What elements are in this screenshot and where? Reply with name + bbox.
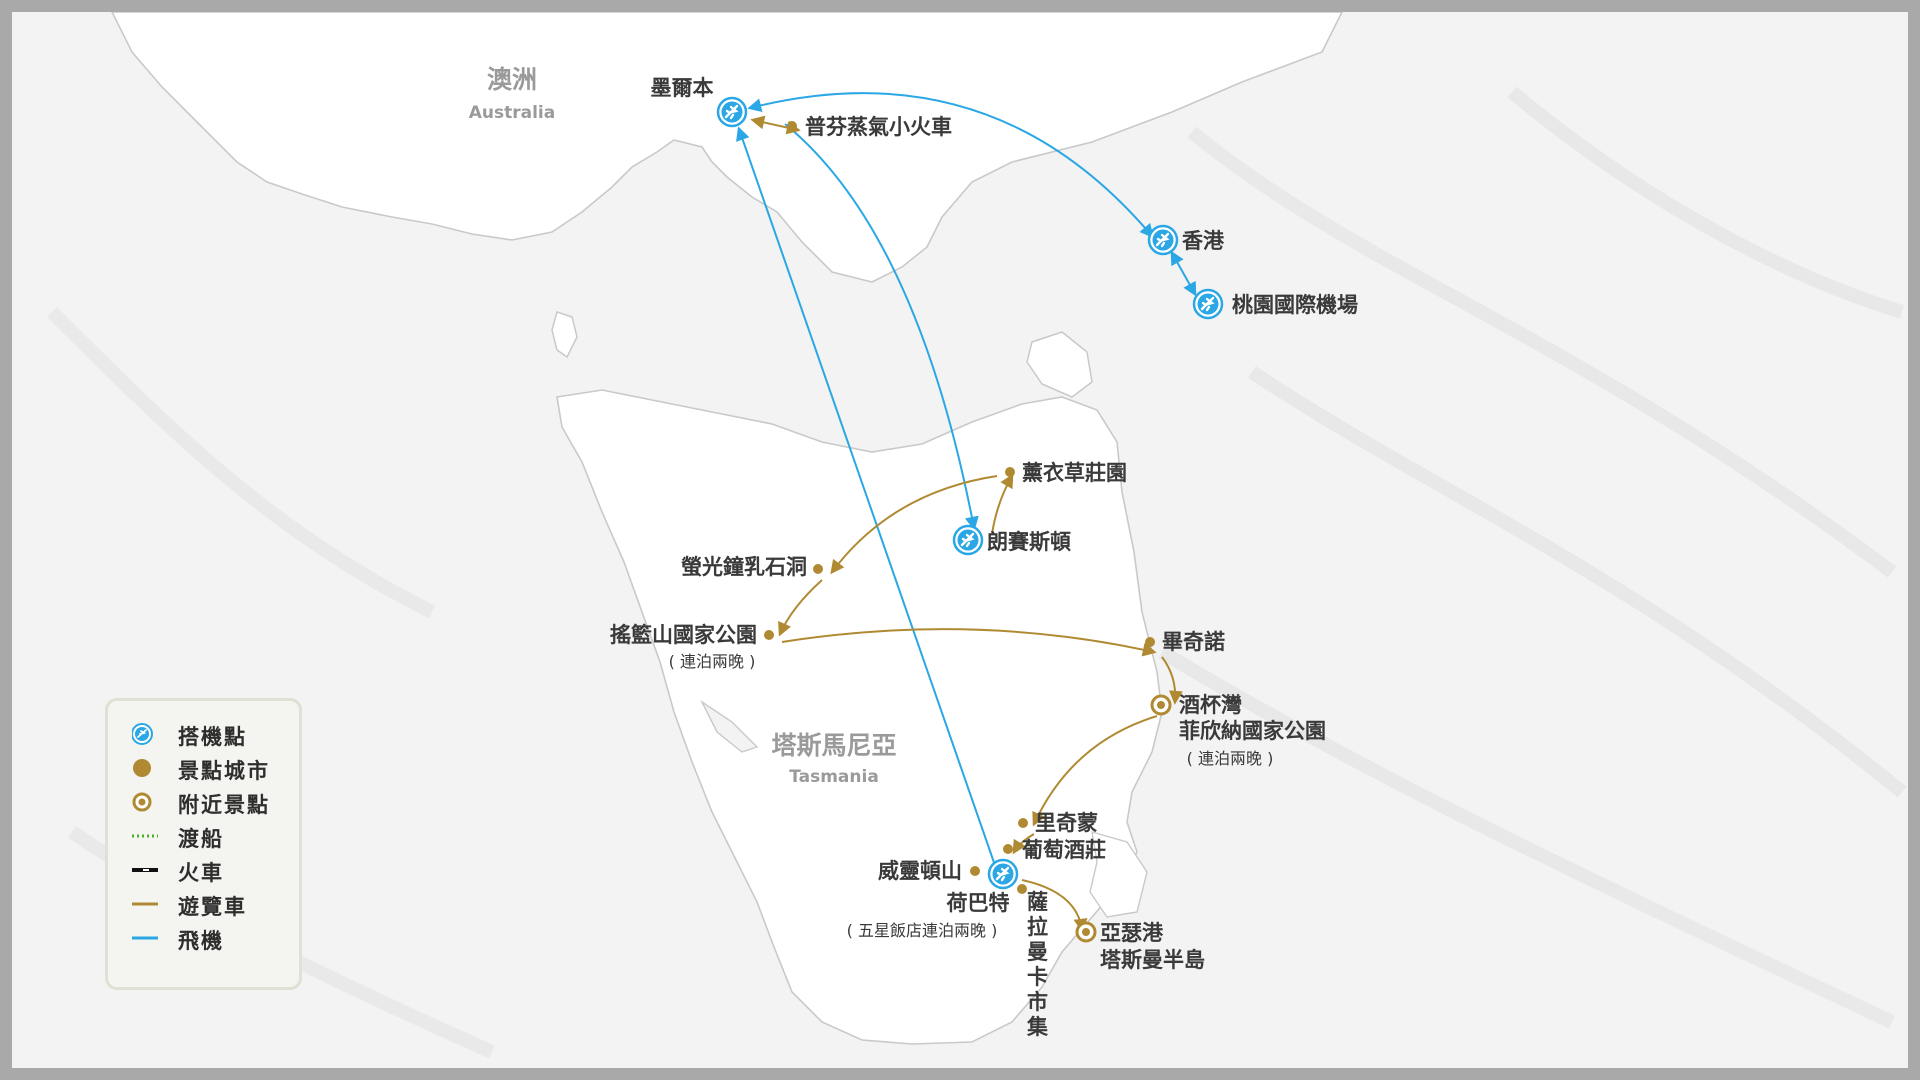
label-puffing-billy: 普芬蒸氣小火車: [805, 115, 952, 139]
legend-label-ferry: 渡船: [178, 827, 224, 851]
tasman-peninsula: [1089, 831, 1148, 918]
airport-melbourne-icon: [716, 96, 748, 128]
city-dot-icon: [133, 759, 151, 777]
region-tasmania-zh: 塔斯馬尼亞: [771, 731, 896, 760]
legend-item-ferry: 渡船: [132, 821, 302, 851]
label-lavender-farm: 薰衣草莊園: [1022, 461, 1127, 485]
dot-salamanca: [1017, 884, 1027, 894]
flight-hongkong-taoyuan: [1170, 250, 1197, 297]
dot-bicheno: [1145, 637, 1155, 647]
map-canvas: 澳洲 Australia 塔斯馬尼亞 Tasmania: [12, 12, 1908, 1068]
legend-label-bus: 遊覽車: [178, 895, 247, 919]
king-island: [551, 311, 578, 359]
label-taoyuan: 桃園國際機場: [1232, 293, 1358, 317]
nearby-rings: [1075, 694, 1172, 943]
flight-melbourne-hongkong: [747, 92, 1154, 239]
label-cradle-mountain-note: ( 連泊兩晚 ): [669, 652, 756, 671]
region-australia-en: Australia: [469, 103, 556, 123]
label-launceston: 朗賽斯頓: [987, 530, 1071, 554]
label-glowworm-cave: 螢光鐘乳石洞: [681, 555, 807, 579]
airport-hongkong-icon: [1147, 224, 1179, 256]
label-melbourne: 墨爾本: [651, 76, 714, 100]
ring-port-arthur: [1075, 921, 1097, 943]
nearby-ring-icon: [132, 792, 152, 812]
bus-wineglass-richmond: [1032, 715, 1158, 827]
bus-bicheno-wineglass: [1161, 656, 1183, 705]
legend-item-bus: 遊覽車: [132, 889, 302, 919]
label-richmond: 里奇蒙: [1035, 811, 1098, 835]
map-legend: 搭機點 景點城市 附近景點 渡船 火車 遊覽車: [105, 698, 302, 990]
legend-label-airport: 搭機點: [178, 725, 247, 749]
bus-cradle-bicheno: [781, 628, 1157, 657]
legend-label-flight: 飛機: [178, 929, 224, 953]
bus-glowworm-cradle: [778, 579, 823, 637]
ring-wineglass-bay: [1150, 694, 1172, 716]
dot-mt-wellington: [970, 866, 980, 876]
ferry-line-icon: [132, 834, 158, 838]
airport-hobart-icon: [987, 858, 1019, 890]
bus-lavender-glowworm: [830, 475, 998, 575]
label-hobart: 荷巴特: [947, 891, 1010, 915]
flight-melbourne-launceston: [784, 123, 979, 531]
legend-label-train: 火車: [178, 861, 224, 885]
legend-label-nearby: 附近景點: [178, 793, 270, 817]
legend-item-city: 景點城市: [132, 753, 302, 783]
region-tasmania-en: Tasmania: [789, 767, 879, 787]
train-line-icon: [132, 868, 158, 872]
flight-line-icon: [132, 936, 158, 940]
legend-item-flight: 飛機: [132, 923, 302, 953]
legend-item-nearby: 附近景點: [132, 787, 302, 817]
tasmania-island: [556, 389, 1163, 1045]
legend-item-train: 火車: [132, 855, 302, 885]
label-hong-kong: 香港: [1182, 229, 1225, 253]
airport-icon: [132, 723, 153, 745]
bus-launceston-lavender: [991, 473, 1014, 535]
dot-cradle-mountain: [764, 630, 774, 640]
flight-routes: [736, 92, 1197, 875]
airport-taoyuan-icon: [1192, 288, 1224, 320]
region-australia-zh: 澳洲: [487, 65, 537, 94]
label-salamanca-market: 薩 拉 曼 卡 市 集: [1026, 890, 1055, 1039]
label-mt-wellington: 威靈頓山: [878, 859, 962, 883]
legend-item-airport: 搭機點: [132, 719, 302, 749]
label-cradle-mountain: 搖籃山國家公園: [610, 623, 757, 647]
dot-puffing-billy: [787, 121, 797, 131]
label-freycinet: 菲欣納國家公園: [1179, 719, 1326, 743]
label-port-arthur: 亞瑟港: [1100, 921, 1164, 945]
airport-launceston-icon: [952, 524, 984, 556]
flinders-island: [1026, 331, 1093, 398]
bus-richmond-winery: [1012, 833, 1035, 855]
label-freycinet-note: ( 連泊兩晚 ): [1187, 749, 1274, 768]
dot-lavender-farm: [1005, 467, 1015, 477]
dot-glowworm-cave: [813, 564, 823, 574]
legend-label-city: 景點城市: [178, 759, 270, 783]
flight-hobart-melbourne: [736, 126, 999, 875]
bus-hobart-portarthur: [1021, 879, 1088, 933]
label-bicheno: 畢奇諾: [1162, 630, 1225, 654]
route-map: 澳洲 Australia 塔斯馬尼亞 Tasmania: [47, 12, 1907, 1059]
bus-line-icon: [132, 902, 158, 906]
bus-routes: [750, 115, 1183, 933]
label-tasman-peninsula: 塔斯曼半島: [1100, 948, 1205, 972]
label-hobart-note: ( 五星飯店連泊兩晚 ): [847, 921, 998, 940]
city-dots: [764, 121, 1155, 894]
dot-winery: [1003, 844, 1013, 854]
macquarie-harbour: [700, 699, 759, 753]
label-winery: 葡萄酒莊: [1021, 838, 1106, 862]
dot-richmond: [1018, 818, 1028, 828]
label-wineglass-bay: 酒杯灣: [1179, 693, 1242, 717]
